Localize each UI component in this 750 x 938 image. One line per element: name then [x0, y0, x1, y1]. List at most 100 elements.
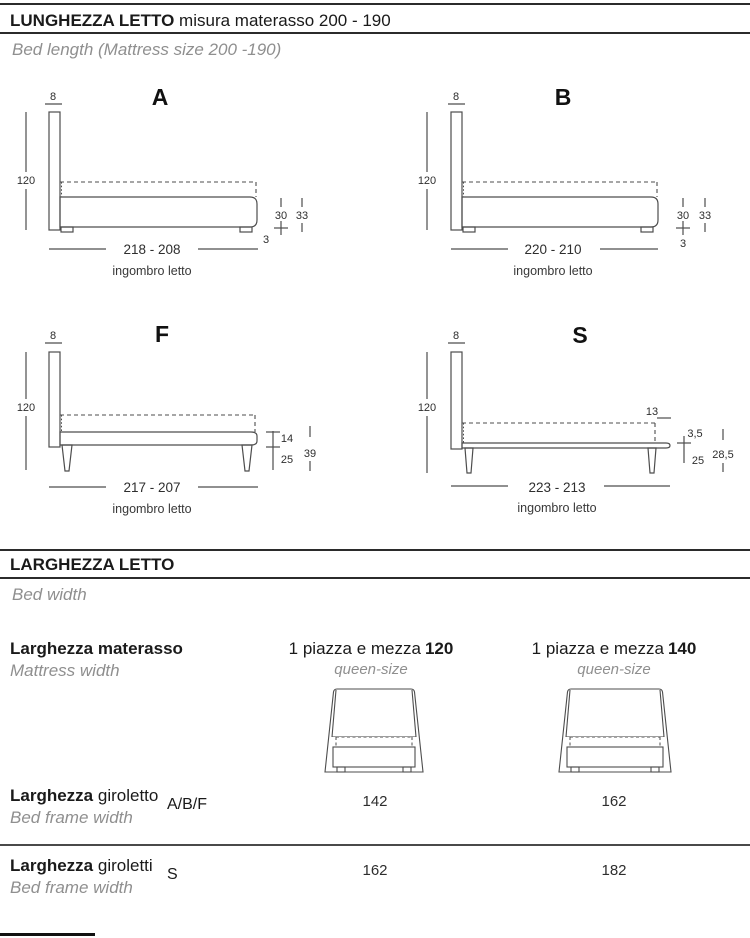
diagram-s-caption: ingombro letto	[517, 501, 596, 515]
headboard-1-frame	[332, 746, 416, 768]
diagram-s-dim2-label: 25	[692, 455, 704, 467]
diagram-f-letter: F	[155, 321, 169, 347]
headboard-1-dashed-sides	[335, 737, 413, 747]
headboard-2-outline	[558, 688, 672, 773]
mattress-width-label-it: Larghezza materasso	[10, 639, 183, 658]
diagram-a-range-label: 218 - 208	[123, 242, 180, 257]
headboard-front-view-2	[558, 688, 672, 773]
headboard-1-left-foot	[336, 766, 346, 773]
diagram-a-dim1-label: 30	[275, 210, 287, 222]
headboard-1-left-seam	[331, 689, 337, 738]
diagram-f-height-label: 120	[17, 402, 35, 414]
diagram-b-side-dims: 30 33 3	[676, 198, 711, 250]
headboard-1-tufting	[332, 689, 416, 737]
diagram-f-dim1-label: 14	[281, 433, 293, 445]
diagram-a-height-label: 120	[17, 175, 35, 187]
diagram-a-right-foot	[239, 226, 253, 233]
diagram-b-headboard-thickness-label: 8	[453, 91, 459, 103]
diagram-f-dim3-label: 39	[304, 448, 316, 460]
diagram-f-left-leg	[61, 444, 73, 472]
diagram-b-caption: ingombro letto	[513, 264, 592, 278]
frame-width-row-2-value-2: 182	[601, 862, 627, 879]
diagram-s-height-label: 120	[418, 402, 436, 414]
diagram-f-dim2-label: 25	[281, 454, 293, 466]
diagram-b-dim1-label: 30	[677, 210, 689, 222]
diagram-s-dim1-label: 3,5	[687, 428, 702, 440]
diagram-b-dim2-label: 33	[699, 210, 711, 222]
length-section-title-rest: misura materasso 200 - 190	[174, 11, 391, 30]
mattress-column-1-name: 1 piazza e mezza	[288, 639, 421, 658]
width-title-rule	[0, 577, 750, 579]
diagram-b-letter: B	[555, 85, 572, 110]
length-section-subtitle: Bed length (Mattress size 200 -190)	[12, 40, 282, 59]
diagram-b-headboard-dim: 8	[448, 91, 465, 105]
mattress-column-1-size: 120	[424, 639, 454, 658]
diagram-f-right-leg	[241, 444, 253, 472]
length-title-rule	[0, 32, 750, 34]
length-section-title: LUNGHEZZA LETTO misura materasso 200 - 1…	[10, 11, 391, 31]
diagram-a-mattress-dashed	[60, 181, 257, 197]
diagram-a-dim2-label: 33	[296, 210, 308, 222]
diagram-a-dim3-label: 3	[263, 234, 269, 246]
bed-diagram-a: A 8 120 30 33 3	[17, 85, 308, 278]
diagram-b-headboard	[450, 111, 463, 231]
headboard-2-right-foot	[650, 766, 660, 773]
diagram-b-height-label: 120	[418, 175, 436, 187]
diagram-f-caption: ingombro letto	[112, 502, 191, 516]
diagram-s-headboard-dim: 8	[448, 330, 465, 344]
diagram-a-headboard	[48, 111, 61, 231]
diagram-b-height-dim: 120	[418, 112, 436, 230]
diagram-s-range-label: 223 - 213	[528, 480, 585, 495]
bottom-corner-rule	[0, 933, 95, 936]
width-section-title: LARGHEZZA LETTO	[10, 555, 174, 575]
diagram-a-length-dim: 218 - 208	[49, 242, 258, 257]
diagram-a-headboard-thickness-label: 8	[50, 91, 56, 103]
diagram-s-headboard-thickness-label: 8	[453, 330, 459, 342]
bed-diagram-b: B 8 120 30 33 3	[418, 85, 711, 278]
diagram-b-length-dim: 220 - 210	[451, 242, 658, 257]
diagram-s-side-dims: 3,5 25 28,5	[677, 428, 734, 472]
diagram-b-left-foot	[462, 226, 476, 233]
diagram-s-dim3-label: 28,5	[712, 449, 733, 461]
headboard-2-tufting	[566, 689, 664, 737]
diagram-f-height-dim: 120	[17, 352, 35, 470]
diagram-s-overhang-dim: 13	[646, 406, 671, 419]
frame-width-row-2-label-bold: Larghezza	[10, 856, 94, 875]
headboard-1-right-seam	[411, 689, 417, 738]
width-section-title-bold: LARGHEZZA LETTO	[10, 555, 175, 574]
headboard-1-right-foot	[402, 766, 412, 773]
headboard-2-left-foot	[570, 766, 580, 773]
diagram-s-mattress-dashed	[462, 422, 656, 443]
headboard-2-left-seam	[565, 689, 571, 738]
diagram-f-bed-rail	[59, 431, 258, 446]
mattress-column-1-subtitle: queen-size	[334, 661, 408, 678]
diagram-a-headboard-dim: 8	[45, 91, 62, 105]
diagram-b-range-label: 220 - 210	[524, 242, 581, 257]
diagram-s-letter: S	[572, 322, 587, 348]
frame-width-row-1-label: Larghezza giroletto Bed frame width	[10, 785, 158, 829]
diagram-f-side-dims: 14 25 39	[266, 426, 316, 471]
diagram-a-bed-body	[59, 196, 258, 228]
frame-width-row-2-label: Larghezza giroletti Bed frame width	[10, 855, 153, 899]
headboard-2-dashed-sides	[569, 737, 661, 747]
frame-rows-separator	[0, 844, 750, 846]
diagram-s-left-leg	[464, 447, 474, 474]
frame-width-row-1-label-en: Bed frame width	[10, 808, 133, 827]
diagram-a-left-foot	[60, 226, 74, 233]
diagram-s-overhang-label: 13	[646, 406, 658, 418]
diagram-a-side-dims: 30 33 3	[263, 198, 308, 246]
headboard-2-frame	[566, 746, 664, 768]
diagram-s-platform	[461, 442, 671, 449]
frame-width-row-1-label-bold: Larghezza	[10, 786, 94, 805]
diagram-s-right-leg	[647, 447, 657, 474]
diagram-b-mattress-dashed	[462, 181, 658, 197]
headboard-front-view-1	[324, 688, 424, 773]
mattress-width-row-label: Larghezza materasso Mattress width	[10, 638, 183, 682]
bed-diagram-s: S 8 120 13 3,5 25 28,5	[418, 322, 734, 515]
diagram-a-height-dim: 120	[17, 112, 35, 230]
diagram-s-length-dim: 223 - 213	[451, 480, 670, 495]
top-rule	[0, 3, 750, 5]
diagram-a-letter: A	[152, 85, 169, 110]
